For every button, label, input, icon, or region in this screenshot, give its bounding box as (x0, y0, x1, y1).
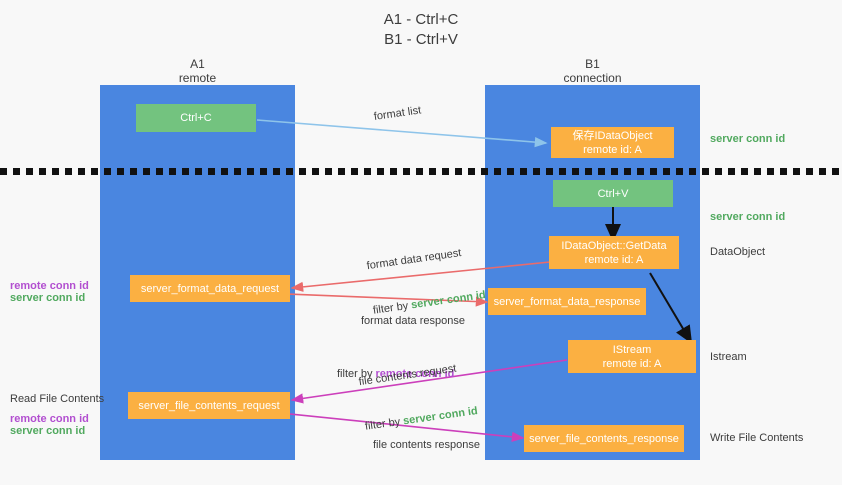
diagram-title: A1 - Ctrl+C B1 - Ctrl+V (383, 11, 459, 48)
box-idataobject-getdata[interactable]: IDataObject::GetData remote id: A (549, 236, 679, 269)
box-ctrl-c[interactable]: Ctrl+C (136, 104, 256, 132)
edge-label-format-data-response-filter: filter by remote conn id (337, 359, 465, 382)
note-server-conn-id-upper: server conn id (10, 292, 86, 304)
box-save-idataobject[interactable]: 保存IDataObject remote id: A (551, 127, 674, 158)
box-server-format-data-response[interactable]: server_format_data_response (488, 288, 646, 315)
note-remote-conn-id-upper: remote conn id (10, 280, 89, 292)
lane-b1-header: B1 connection (563, 57, 622, 85)
box-istream[interactable]: IStream remote id: A (568, 340, 696, 373)
edge-label-file-contents-response-text: file contents response (373, 439, 481, 451)
note-istream: Istream (710, 351, 747, 363)
note-remote-conn-id-lower: remote conn id (10, 413, 89, 425)
box-server-file-contents-response[interactable]: server_file_contents_response (524, 425, 684, 452)
note-write-file-contents: Write File Contents (710, 432, 804, 444)
filter-prefix: filter by (337, 368, 376, 380)
edge-label-format-data-request-text: format data request (365, 247, 463, 273)
phase-divider (0, 168, 842, 175)
edge-label-format-data-response: format data response filter by remote co… (337, 284, 465, 412)
note-read-file-contents: Read File Contents (10, 393, 105, 405)
box-server-file-contents-request[interactable]: server_file_contents_request (128, 392, 290, 419)
box-ctrl-v[interactable]: Ctrl+V (553, 180, 673, 207)
lane-a1-header: A1 remote (178, 57, 217, 85)
edge-label-file-contents-request-text: file contents request (357, 362, 458, 389)
edge-label-format-data-response-text: format data response (361, 315, 465, 327)
note-server-conn-id-top: server conn id (710, 133, 786, 145)
note-server-conn-id-lower: server conn id (10, 425, 86, 437)
filter-value-remote-conn-id: remote conn id (375, 368, 455, 380)
note-server-conn-id-mid: server conn id (710, 211, 786, 223)
edge-label-format-list: format list (373, 104, 422, 123)
box-server-format-data-request[interactable]: server_format_data_request (130, 275, 290, 302)
note-data-object: DataObject (710, 246, 766, 258)
edge-label-file-contents-response: file contents response filter by remote … (345, 408, 480, 485)
